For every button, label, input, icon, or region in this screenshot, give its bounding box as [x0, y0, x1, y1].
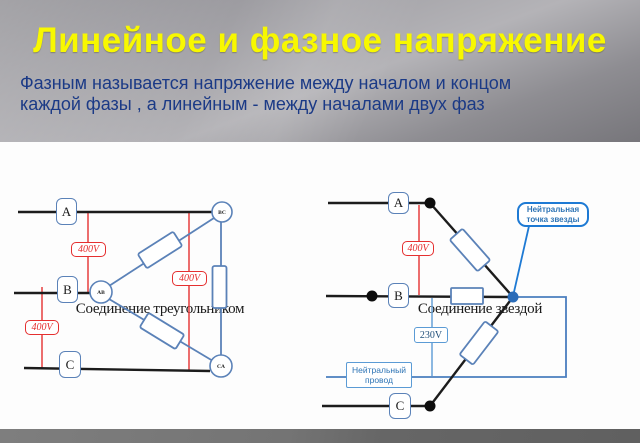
star-line-voltage: 400V — [402, 241, 434, 256]
delta-voltage-ab: 400V — [71, 242, 106, 257]
slide-header: Линейное и фазное напряжение Фазным назы… — [0, 0, 640, 142]
star-phase-dots — [366, 197, 436, 412]
subtitle-line-1: Фазным называется напряжение между начал… — [20, 73, 512, 93]
delta-junction-bc-label: BC — [218, 210, 226, 216]
slide-footer — [0, 429, 640, 443]
delta-phase-lines — [14, 210, 212, 373]
slide-subtitle: Фазным называется напряжение между начал… — [20, 73, 632, 115]
subtitle-line-2: каждой фазы , а линейным - между началам… — [20, 94, 485, 114]
star-node-b: B — [388, 283, 409, 308]
star-resistors — [449, 228, 499, 365]
star-center-node — [507, 291, 519, 303]
delta-voltage-bc: 400V — [25, 320, 59, 335]
delta-junction-labels: BC AB CA — [97, 210, 226, 370]
delta-junction-ab-label: AB — [97, 290, 105, 296]
delta-resistors — [137, 231, 228, 350]
delta-node-c: C — [59, 351, 81, 378]
delta-junction-ca-label: CA — [217, 364, 225, 370]
star-callout-pointer — [513, 225, 530, 293]
star-phase-voltage: 230V — [414, 327, 448, 343]
star-node-c: C — [389, 393, 411, 419]
star-node-a: A — [388, 192, 409, 214]
star-neutral-wire-label: Нейтральный провод — [346, 362, 412, 388]
slide-title: Линейное и фазное напряжение — [33, 21, 607, 60]
delta-node-a: A — [56, 198, 77, 225]
star-neutral-path — [326, 296, 567, 378]
delta-junction-circles — [89, 201, 233, 378]
delta-node-b: B — [57, 276, 78, 303]
delta-voltage-ac: 400V — [172, 271, 207, 286]
star-neutral-point-callout: Нейтральная точка звезды — [517, 202, 589, 227]
star-diagram-title: Соединение звездой — [417, 301, 543, 317]
